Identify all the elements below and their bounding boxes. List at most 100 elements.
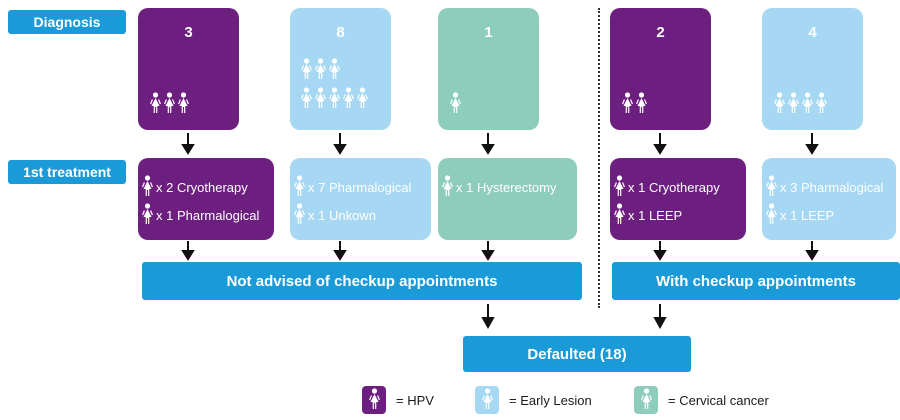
woman-figure-icon: [442, 175, 453, 200]
figure-row: [301, 58, 368, 85]
treatment-box-hpv-1: x 2 Cryotherapy x 1 Pharmalogical: [138, 158, 274, 240]
legend-label: = HPV: [396, 392, 434, 408]
treatment-text: x 2 Cryotherapy: [156, 180, 248, 195]
woman-figure-icon: [766, 203, 777, 228]
woman-figure-icon: [142, 203, 153, 228]
treatment-line: x 7 Pharmalogical: [294, 175, 411, 200]
diagnosis-count: 8: [336, 24, 345, 41]
woman-figure-icon: [614, 175, 625, 200]
treatment-line: x 2 Cryotherapy: [142, 175, 248, 200]
treatment-line: x 1 LEEP: [766, 203, 834, 228]
figure-row: [301, 87, 368, 114]
woman-figure-icon: [636, 92, 647, 119]
patient-figures: [622, 92, 647, 119]
treatment-text: x 1 Unkown: [308, 208, 376, 223]
down-arrow-icon: [181, 241, 195, 261]
legend-label: = Cervical cancer: [668, 392, 769, 408]
woman-figure-icon: [178, 92, 189, 119]
treatment-line: x 1 Hysterectomy: [442, 175, 556, 200]
figure-row: [150, 92, 189, 119]
group-divider: [598, 8, 600, 308]
down-arrow-icon: [653, 241, 667, 261]
legend-label: = Early Lesion: [509, 392, 592, 408]
down-arrow-icon: [481, 304, 495, 330]
diagnosis-box-early-lesion-1: 8: [290, 8, 391, 130]
down-arrow-icon: [333, 241, 347, 261]
legend-swatch-cervical-cancer: [634, 386, 658, 414]
woman-figure-icon: [343, 87, 354, 114]
woman-figure-icon: [294, 203, 305, 228]
woman-figure-icon: [329, 87, 340, 114]
treatment-text: x 7 Pharmalogical: [308, 180, 412, 195]
down-arrow-icon: [481, 241, 495, 261]
first-treatment-label: 1st treatment: [8, 160, 126, 184]
down-arrow-icon: [805, 241, 819, 261]
woman-figure-icon: [766, 175, 777, 200]
woman-figure-icon: [640, 387, 652, 413]
woman-figure-icon: [164, 92, 175, 119]
woman-figure-icon: [816, 92, 827, 119]
diagnosis-box-hpv-1: 3: [138, 8, 239, 130]
down-arrow-icon: [481, 133, 495, 155]
woman-figure-icon: [301, 87, 312, 114]
woman-figure-icon: [368, 387, 380, 413]
diagnosis-count: 1: [484, 24, 493, 41]
down-arrow-icon: [333, 133, 347, 155]
down-arrow-icon: [181, 133, 195, 155]
diagnosis-label: Diagnosis: [8, 10, 126, 34]
treatment-box-early-lesion-1: x 7 Pharmalogical x 1 Unkown: [290, 158, 431, 240]
not-advised-bar: Not advised of checkup appointments: [142, 262, 582, 300]
legend-swatch-hpv: [362, 386, 386, 414]
patient-figures: [301, 58, 368, 114]
treatment-text: x 1 Cryotherapy: [628, 180, 720, 195]
patient-figures: [450, 92, 461, 119]
treatment-text: x 1 LEEP: [780, 208, 835, 223]
woman-figure-icon: [622, 92, 633, 119]
treatment-text: x 3 Pharmalogical: [780, 180, 884, 195]
treatment-line: x 1 Cryotherapy: [614, 175, 720, 200]
woman-figure-icon: [301, 58, 312, 85]
woman-figure-icon: [614, 203, 625, 228]
down-arrow-icon: [805, 133, 819, 155]
figure-row: [774, 92, 827, 119]
woman-figure-icon: [315, 58, 326, 85]
down-arrow-icon: [653, 304, 667, 330]
with-checkup-bar: With checkup appointments: [612, 262, 900, 300]
woman-figure-icon: [142, 175, 153, 200]
treatment-box-hpv-2: x 1 Cryotherapy x 1 LEEP: [610, 158, 746, 240]
diagnosis-box-cervical-cancer: 1: [438, 8, 539, 130]
treatment-box-cervical-cancer: x 1 Hysterectomy: [438, 158, 577, 240]
treatment-text: x 1 Hysterectomy: [456, 180, 557, 195]
woman-figure-icon: [788, 92, 799, 119]
diagnosis-box-hpv-2: 2: [610, 8, 711, 130]
treatment-text: x 1 LEEP: [628, 208, 683, 223]
woman-figure-icon: [329, 58, 340, 85]
treatment-line: x 3 Pharmalogical: [766, 175, 883, 200]
figure-row: [622, 92, 647, 119]
woman-figure-icon: [357, 87, 368, 114]
treatment-box-early-lesion-2: x 3 Pharmalogical x 1 LEEP: [762, 158, 896, 240]
down-arrow-icon: [653, 133, 667, 155]
diagnosis-box-early-lesion-2: 4: [762, 8, 863, 130]
treatment-text: x 1 Pharmalogical: [156, 208, 260, 223]
treatment-line: x 1 Pharmalogical: [142, 203, 259, 228]
woman-figure-icon: [450, 92, 461, 119]
diagnosis-count: 2: [656, 24, 665, 41]
woman-figure-icon: [774, 92, 785, 119]
legend-cervical-cancer: = Cervical cancer: [634, 386, 769, 414]
legend-swatch-early-lesion: [475, 386, 499, 414]
legend-hpv: = HPV: [362, 386, 434, 414]
woman-figure-icon: [481, 387, 493, 413]
legend-early-lesion: = Early Lesion: [475, 386, 592, 414]
woman-figure-icon: [802, 92, 813, 119]
diagnosis-count: 4: [808, 24, 817, 41]
woman-figure-icon: [294, 175, 305, 200]
woman-figure-icon: [150, 92, 161, 119]
defaulted-bar: Defaulted (18): [463, 336, 691, 372]
patient-figures: [774, 92, 827, 119]
woman-figure-icon: [315, 87, 326, 114]
patient-figures: [150, 92, 189, 119]
treatment-line: x 1 Unkown: [294, 203, 376, 228]
figure-row: [450, 92, 461, 119]
treatment-line: x 1 LEEP: [614, 203, 682, 228]
